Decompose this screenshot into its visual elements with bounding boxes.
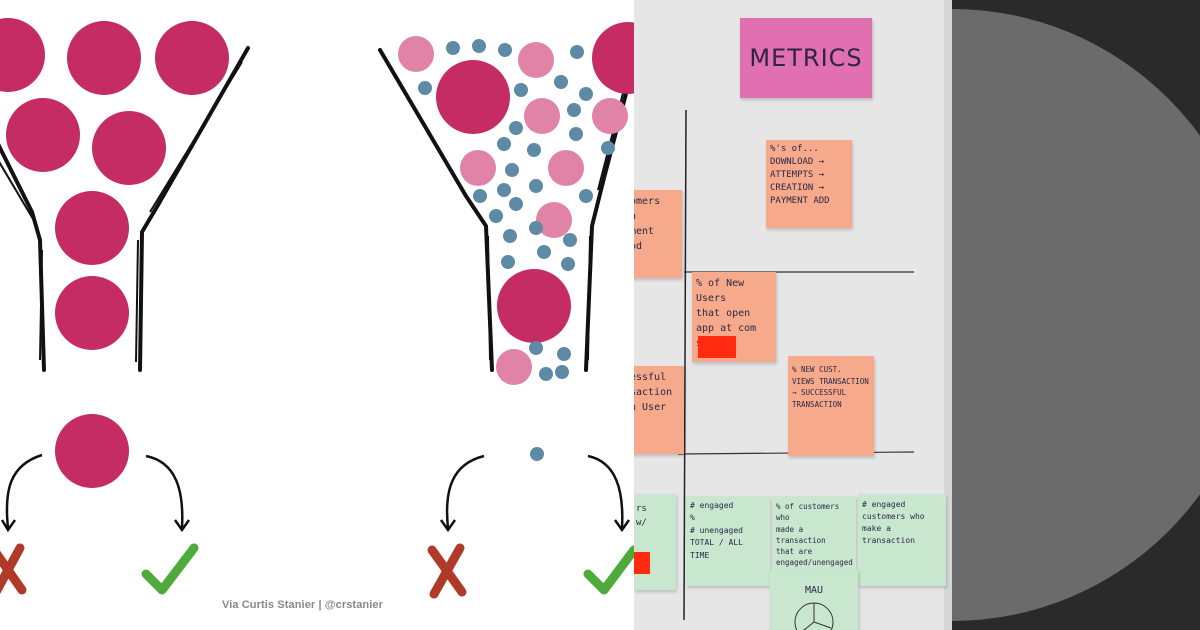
red-tag xyxy=(634,552,650,574)
ball-pink xyxy=(592,98,628,134)
left-funnel-right-wall xyxy=(138,46,250,372)
dot xyxy=(529,221,543,235)
dot xyxy=(497,183,511,197)
dot xyxy=(509,121,523,135)
image-credit: Via Curtis Stanier | @crstanier xyxy=(222,599,383,611)
dot xyxy=(472,39,486,53)
ball-pink xyxy=(496,349,532,385)
left-funnel-balls xyxy=(0,18,229,488)
metrics-board-panel: METRICS %'s of... DOWNLOAD → ATTEMPTS → … xyxy=(634,0,952,630)
dot xyxy=(570,45,584,59)
ball-pink xyxy=(460,150,496,186)
left-funnel-outcome-arrows xyxy=(0,453,199,595)
ball xyxy=(55,276,129,350)
sticky-note-engaged-customers: # engaged customers who make a transacti… xyxy=(858,494,946,586)
arrow-head-icon xyxy=(173,519,191,533)
dot xyxy=(418,81,432,95)
red-tag xyxy=(698,336,736,358)
ball-pink xyxy=(398,36,434,72)
ball-pink xyxy=(548,150,584,186)
sticky-note-new-cust: % NEW CUST. VIEWS TRANSACTION → SUCCESSF… xyxy=(788,356,874,456)
arrow-head-icon xyxy=(613,519,631,533)
dot xyxy=(497,137,511,151)
grey-semicircle xyxy=(952,9,1200,621)
dot xyxy=(539,367,553,381)
sticky-note-cut-bottom-left: rs w/ xyxy=(634,494,676,590)
dot xyxy=(489,209,503,223)
left-funnel-left-wall-sketch xyxy=(0,161,43,361)
dot xyxy=(514,83,528,97)
dot xyxy=(537,245,551,259)
arrow-to-check xyxy=(145,454,184,529)
dot xyxy=(498,43,512,57)
arrow-head-icon xyxy=(0,519,17,533)
cross-icon xyxy=(427,543,467,599)
cross-icon xyxy=(0,543,27,595)
arrow-head-icon xyxy=(439,519,457,533)
right-funnel-left-wall-sketch xyxy=(387,61,491,361)
funnel-illustration-panel: Via Curtis Stanier | @crstanier xyxy=(0,18,634,611)
right-funnel-balls xyxy=(398,22,634,461)
ball xyxy=(0,18,45,92)
ball-large xyxy=(436,60,510,134)
arrow-to-cross xyxy=(5,453,43,529)
funnel-illustration xyxy=(0,18,634,599)
sticky-note-engaged-ratio: # engaged % # unengaged TOTAL / ALL TIME xyxy=(686,496,770,586)
dot xyxy=(505,163,519,177)
ball xyxy=(55,191,129,265)
dot xyxy=(503,229,517,243)
mau-label: MAU xyxy=(804,585,824,596)
dot xyxy=(446,41,460,55)
ball-large xyxy=(497,269,571,343)
dot xyxy=(527,143,541,157)
dot-exiting xyxy=(530,447,544,461)
dot xyxy=(555,365,569,379)
ball-pink xyxy=(524,98,560,134)
vertical-axis-line xyxy=(683,109,687,621)
dot xyxy=(473,189,487,203)
ball xyxy=(6,98,80,172)
dot xyxy=(557,347,571,361)
small-blue-dots xyxy=(418,39,615,461)
metrics-title-note: METRICS xyxy=(740,18,872,98)
ball xyxy=(67,21,141,95)
arrow-to-cross xyxy=(445,454,485,529)
dot xyxy=(501,255,515,269)
check-icon xyxy=(141,543,199,595)
dot xyxy=(567,103,581,117)
ball-large xyxy=(592,22,634,94)
dot xyxy=(601,141,615,155)
grey-circle-shape xyxy=(952,0,1200,630)
dot xyxy=(561,257,575,271)
dot xyxy=(579,189,593,203)
dot xyxy=(509,197,523,211)
dot xyxy=(529,341,543,355)
dot xyxy=(554,75,568,89)
check-icon xyxy=(583,545,634,595)
ball-exiting xyxy=(55,414,129,488)
ball-pink xyxy=(518,42,554,78)
arrow-to-check xyxy=(587,454,624,529)
right-funnel-outcome-arrows xyxy=(427,454,634,599)
sticky-note-customers-cut: omers a ment od xyxy=(634,190,682,278)
ball xyxy=(155,21,229,95)
dot xyxy=(563,233,577,247)
dot xyxy=(569,127,583,141)
pie-sketch-icon xyxy=(794,602,834,630)
ball-pink xyxy=(536,202,572,238)
dark-decorative-panel xyxy=(952,0,1200,630)
sticky-note-successful-cut: essful saction n User xyxy=(634,366,684,454)
board-edge xyxy=(944,0,952,630)
left-funnel xyxy=(0,46,250,372)
left-funnel-right-wall-sketch xyxy=(135,61,243,363)
ball xyxy=(92,111,166,185)
dot xyxy=(529,179,543,193)
sticky-note-download: %'s of... DOWNLOAD → ATTEMPTS → CREATION… xyxy=(766,140,852,228)
sticky-note-mau: MAU xyxy=(770,570,858,630)
dot xyxy=(579,87,593,101)
